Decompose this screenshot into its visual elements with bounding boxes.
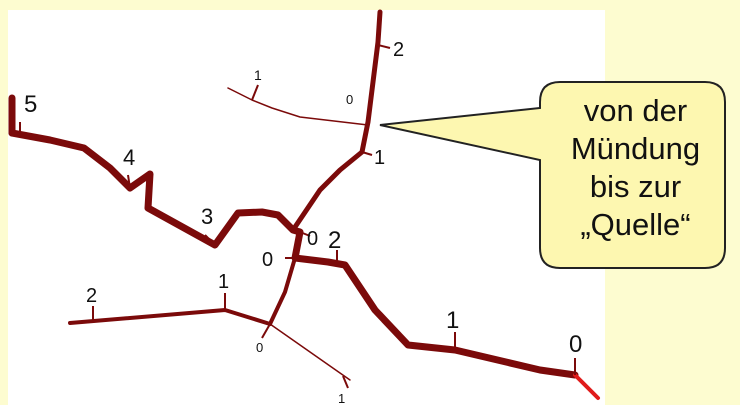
river-mouth-segment xyxy=(573,373,600,400)
callout-line-2: Mündung xyxy=(570,131,701,166)
label-main-1: 1 xyxy=(446,307,459,334)
label-bottom-branch-1: 1 xyxy=(338,391,345,405)
callout-bubble xyxy=(379,81,726,269)
lower-tributary xyxy=(268,256,297,326)
label-top-branch-2: 2 xyxy=(393,39,404,61)
tick-bottom-1 xyxy=(342,375,349,389)
label-main-0: 0 xyxy=(569,331,582,358)
tick-top-2 xyxy=(377,44,391,49)
tick-main-3 xyxy=(204,234,216,246)
tick-thin-1 xyxy=(251,84,259,101)
tick-main-4 xyxy=(127,174,131,189)
stream-labels: 0 1 2 3 4 5 0 0 1 2 0 1 1 2 0 1 xyxy=(24,39,582,405)
stream-tick-marks xyxy=(19,44,576,389)
label-left-branch-0: 0 xyxy=(256,340,263,355)
tick-junction-0b xyxy=(299,231,311,237)
label-main-3: 3 xyxy=(201,204,213,229)
callout-line-3: bis zur xyxy=(589,169,682,204)
label-junction-0b: 0 xyxy=(307,228,318,250)
callout-text: von der Mündung bis zur „Quelle“ xyxy=(548,92,723,244)
thin-branch xyxy=(227,87,369,126)
label-thin-branch-1: 1 xyxy=(254,67,262,83)
tick-left-0 xyxy=(261,323,271,339)
bottom-thin-branch xyxy=(269,323,351,381)
main-river xyxy=(8,129,579,379)
callout-line-1: von der xyxy=(583,93,688,128)
callout-line-4: „Quelle“ xyxy=(580,207,691,242)
label-top-branch-0: 0 xyxy=(346,92,353,107)
label-left-branch-1: 1 xyxy=(218,271,229,293)
label-main-4: 4 xyxy=(123,145,135,170)
label-junction-0: 0 xyxy=(262,249,273,271)
label-top-branch-1: 1 xyxy=(374,147,385,169)
label-left-branch-2: 2 xyxy=(86,285,97,307)
tick-top-1 xyxy=(361,151,373,156)
label-main-5: 5 xyxy=(24,91,37,118)
label-main-2: 2 xyxy=(328,227,341,254)
